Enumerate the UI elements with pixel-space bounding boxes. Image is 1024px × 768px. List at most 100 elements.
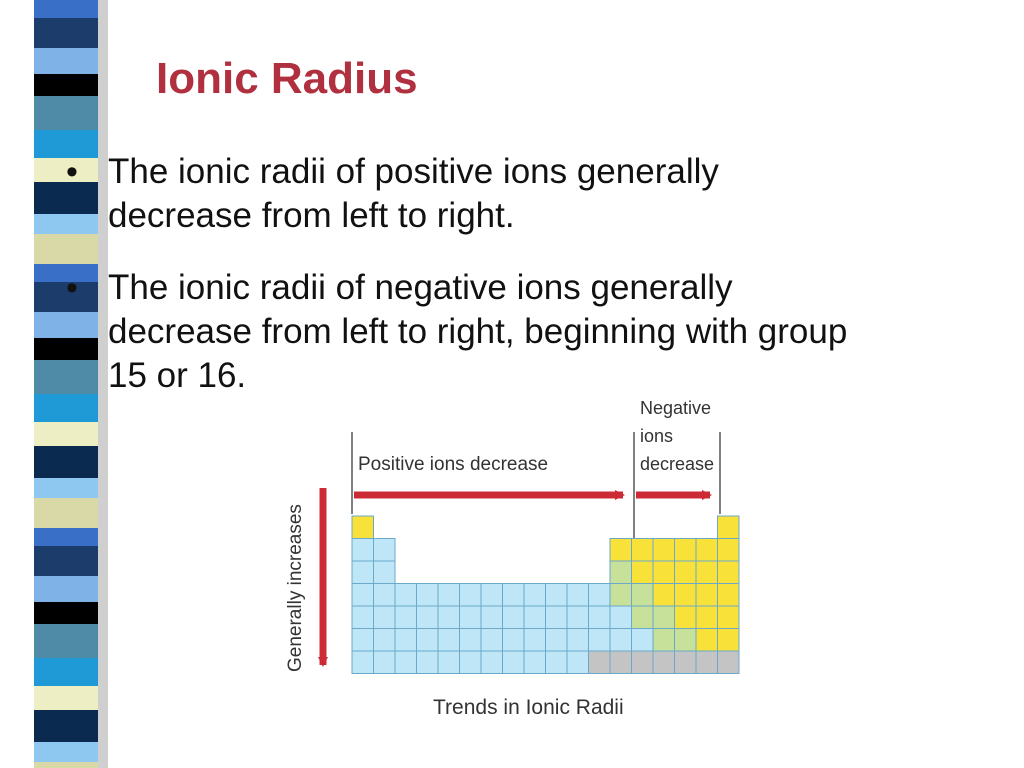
element-cell (459, 628, 482, 652)
negative-ions-label-line-3: decrease (640, 454, 714, 474)
element-cell (373, 650, 396, 674)
bullet-dot: • (66, 153, 78, 191)
stripe-segment (34, 214, 98, 234)
element-cell (717, 605, 740, 629)
stripe-segment (34, 602, 98, 624)
element-cell (351, 628, 374, 652)
stripe-segment (34, 394, 98, 422)
stripe-shadow (98, 0, 108, 768)
element-cell (416, 583, 439, 607)
element-cell (566, 650, 589, 674)
bullet-item-positive-ions: • The ionic radii of positive ions gener… (66, 150, 868, 238)
element-cell (717, 583, 740, 607)
element-cell (502, 583, 525, 607)
stripe-segment (34, 686, 98, 710)
positive-ions-label: Positive ions decrease (358, 454, 548, 475)
element-cell (695, 538, 718, 562)
element-cell (674, 560, 697, 584)
element-cell (437, 628, 460, 652)
element-cell (394, 650, 417, 674)
element-cell (652, 560, 675, 584)
element-cell (717, 650, 740, 674)
element-cell (523, 605, 546, 629)
element-cell (631, 538, 654, 562)
stripe-segment (34, 264, 98, 282)
decorative-side-stripe (34, 0, 108, 768)
element-cell (652, 538, 675, 562)
element-cell (394, 628, 417, 652)
element-cell (674, 628, 697, 652)
element-cell (609, 538, 632, 562)
element-cell (523, 650, 546, 674)
element-cell (480, 605, 503, 629)
element-cell (480, 583, 503, 607)
element-cell (717, 538, 740, 562)
bullet-text: The ionic radii of positive ions general… (108, 152, 719, 235)
stripe-segment (34, 312, 98, 338)
diagram-caption: Trends in Ionic Radii (433, 696, 624, 719)
generally-increases-label: Generally increases (285, 504, 306, 672)
element-cell (631, 650, 654, 674)
element-cell (545, 628, 568, 652)
element-cell (373, 628, 396, 652)
ionic-radii-trend-diagram: Positive ions decrease Negative ions dec… (285, 398, 740, 719)
element-cell (416, 605, 439, 629)
element-cell (674, 538, 697, 562)
element-cell (566, 628, 589, 652)
stripe-segment (34, 498, 98, 528)
stripe-segment (34, 478, 98, 498)
element-cell (545, 605, 568, 629)
element-cell (437, 605, 460, 629)
element-cell (351, 650, 374, 674)
element-cell (695, 560, 718, 584)
element-cell (588, 628, 611, 652)
element-cell (351, 560, 374, 584)
element-cell (609, 583, 632, 607)
stripe-segment (34, 624, 98, 658)
element-cell (631, 560, 654, 584)
element-cell (631, 583, 654, 607)
element-cell (695, 605, 718, 629)
stripe-segment (34, 0, 98, 18)
stripe-segment (34, 130, 98, 158)
element-cell (480, 628, 503, 652)
element-cell (394, 605, 417, 629)
stripe-segment (34, 658, 98, 686)
stripe-segment (34, 158, 98, 182)
element-cell (566, 605, 589, 629)
element-cell (717, 515, 740, 539)
stripe-segment (34, 546, 98, 576)
stripe-segment (34, 360, 98, 394)
negative-ions-label-line-2: ions (640, 426, 673, 446)
element-cell (695, 583, 718, 607)
element-cell (588, 605, 611, 629)
element-cell (609, 650, 632, 674)
slide-title: Ionic Radius (156, 54, 418, 103)
element-cell (437, 583, 460, 607)
stripe-segment (34, 182, 98, 214)
element-cell (652, 583, 675, 607)
element-cell (394, 583, 417, 607)
stripe-segment (34, 710, 98, 742)
stripe-segment (34, 96, 98, 130)
element-cell (373, 605, 396, 629)
element-cell (502, 628, 525, 652)
stripe-segment (34, 446, 98, 478)
element-cell (480, 650, 503, 674)
stripe-segment (34, 742, 98, 762)
stripe-segment (34, 422, 98, 446)
element-cell (437, 650, 460, 674)
element-cell (652, 605, 675, 629)
stripe-segment (34, 234, 98, 264)
stripe-segment (34, 338, 98, 360)
element-cell (545, 650, 568, 674)
element-cell (674, 650, 697, 674)
periodic-table-grid (351, 515, 740, 674)
element-cell (351, 583, 374, 607)
element-cell (588, 583, 611, 607)
negative-ions-label-line-1: Negative (640, 398, 711, 418)
element-cell (631, 605, 654, 629)
element-cell (695, 650, 718, 674)
element-cell (609, 628, 632, 652)
stripe-segment (34, 48, 98, 74)
